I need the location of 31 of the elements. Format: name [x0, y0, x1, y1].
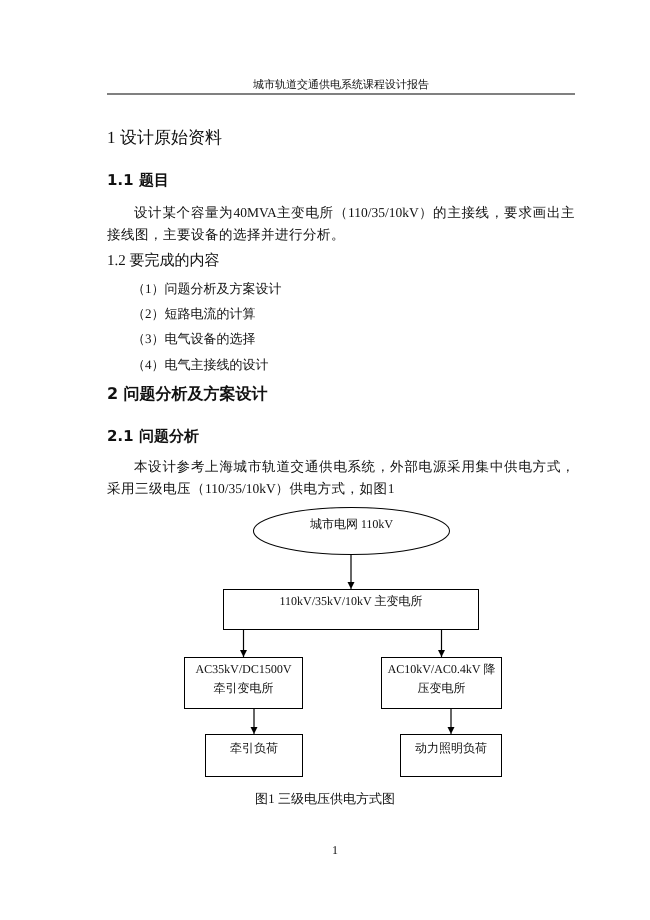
- list-item: （1）问题分析及方案设计: [132, 281, 282, 297]
- list-item: （2）短路电流的计算: [132, 306, 256, 322]
- node-text: 动力照明负荷: [414, 740, 488, 757]
- list-item: （3）电气设备的选择: [132, 331, 256, 347]
- node-text: AC35kV/DC1500V 牵引变电所: [194, 661, 292, 698]
- arrow: [448, 709, 454, 734]
- paragraph: 设计某个容量为40MVA主变电所（110/35/10kV）的主接线，要求画出主接线图，主要设备的选择并进行分析。: [107, 204, 575, 244]
- figure-caption: 图1 三级电压供电方式图: [254, 791, 396, 807]
- node-text: 牵引负荷: [229, 740, 279, 757]
- process-box: [400, 734, 502, 777]
- node-text: 城市电网 110kV: [308, 516, 394, 533]
- page-header: 城市轨道交通供电系统课程设计报告: [252, 79, 430, 92]
- arrow: [438, 630, 445, 657]
- page-number: 1: [331, 843, 339, 858]
- subsection-heading: 1.2 要完成的内容: [107, 252, 220, 270]
- paragraph: 本设计参考上海城市轨道交通供电系统，外部电源采用集中供电方式，采用三级电压（110/35/10kV）供电方式，如图1: [107, 458, 575, 498]
- arrow: [240, 630, 247, 657]
- process-box: [381, 657, 502, 709]
- ellipse-node: [253, 507, 450, 555]
- process-box: [205, 734, 303, 777]
- subsection-heading: 2.1 问题分析: [107, 427, 200, 445]
- section-heading: 2 问题分析及方案设计: [107, 384, 269, 404]
- subsection-heading: 1.1 题目: [107, 171, 170, 189]
- section-heading: 1 设计原始资料: [107, 128, 223, 148]
- arrow: [250, 709, 258, 734]
- arrow: [348, 555, 354, 589]
- list-item: （4）电气主接线的设计: [132, 357, 270, 373]
- process-box: [184, 657, 303, 709]
- process-box: [223, 589, 479, 630]
- node-text: 110kV/35kV/10kV 主变电所: [278, 593, 424, 610]
- node-text: AC10kV/AC0.4kV 降压变电所: [386, 661, 496, 698]
